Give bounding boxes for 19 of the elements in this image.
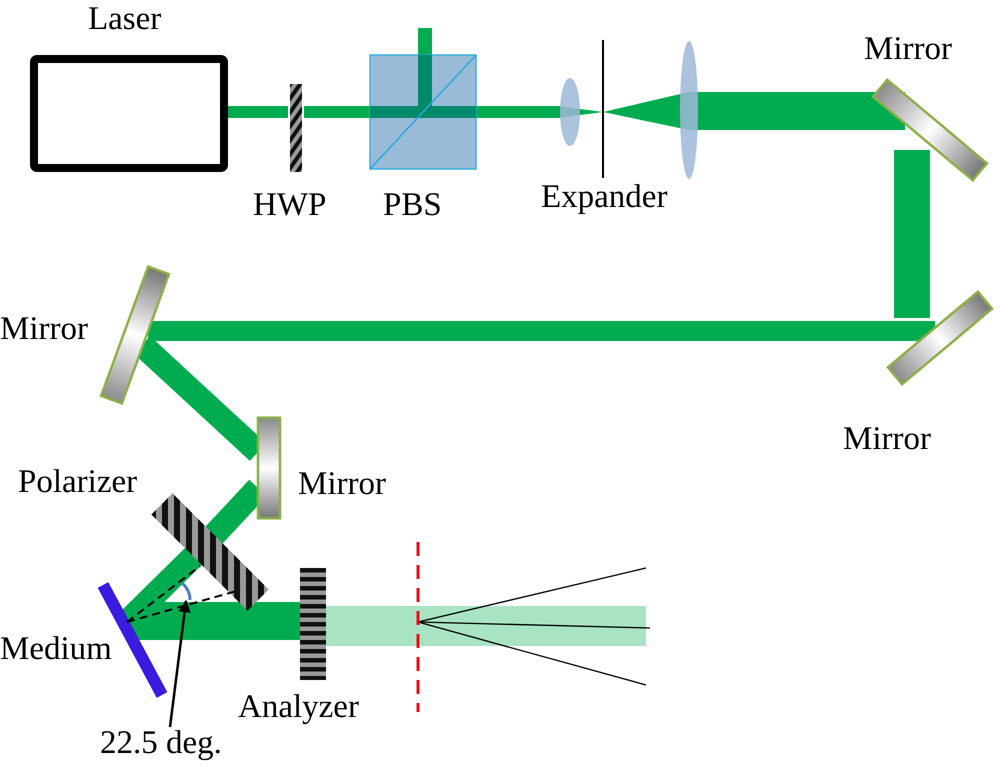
component-label: Laser xyxy=(88,0,162,38)
laser-beam xyxy=(304,106,370,118)
laser-beam xyxy=(228,106,288,118)
laser-beam xyxy=(476,106,558,118)
component-label: Mirror xyxy=(298,465,386,503)
component-label: Mirror xyxy=(0,310,88,348)
laser-beam xyxy=(894,150,930,318)
component-label: Polarizer xyxy=(18,463,138,501)
component-label: Expander xyxy=(541,178,668,216)
laser-beam xyxy=(700,92,905,130)
component-label: PBS xyxy=(383,186,442,224)
component-label: Medium xyxy=(0,630,112,668)
component-label: Mirror xyxy=(843,420,931,458)
component-label: Analyzer xyxy=(238,688,359,726)
angle-label: 22.5 deg. xyxy=(100,724,222,762)
component-label: HWP xyxy=(253,186,326,224)
component-label: Mirror xyxy=(864,30,952,68)
laser-beam xyxy=(148,321,935,341)
leader-arrow xyxy=(168,600,191,728)
